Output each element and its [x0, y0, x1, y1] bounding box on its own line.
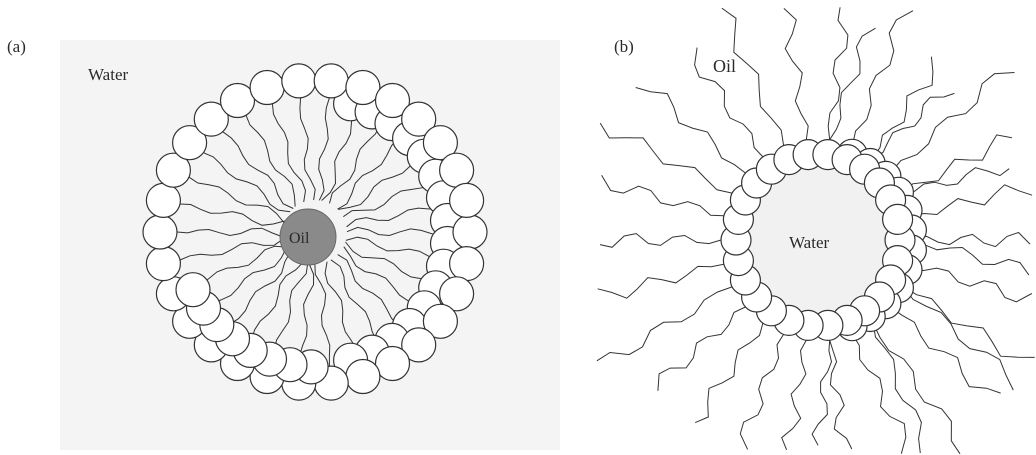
panel-b: (b) Oil Water	[597, 7, 1035, 454]
surfactant-tail	[600, 234, 721, 248]
surfactant-tail	[873, 57, 933, 157]
surfactant-head	[883, 204, 913, 234]
surfactant-tail	[904, 287, 1013, 390]
surfactant-tail	[598, 264, 724, 298]
surfactant-head	[346, 360, 380, 394]
surfactant-head	[376, 347, 410, 381]
surfactant-head	[346, 71, 380, 105]
surfactant-tail	[830, 28, 876, 140]
surfactant-tail	[782, 340, 807, 450]
panel-b-core-label: Water	[789, 233, 829, 252]
surfactant-tail	[891, 307, 1001, 393]
surfactant-tail	[852, 334, 905, 453]
surfactant-tail	[830, 340, 852, 449]
surfactant-tail	[600, 123, 732, 193]
surfactant-tail	[812, 340, 831, 445]
surfactant-head	[440, 153, 474, 187]
surfactant-tail	[915, 240, 1029, 275]
surfactant-head	[450, 183, 484, 217]
surfactant-head	[146, 247, 180, 281]
surfactant-tail	[904, 287, 1035, 358]
surfactant-tail	[873, 323, 921, 453]
surfactant-tail	[873, 323, 960, 454]
surfactant-tail	[722, 8, 784, 146]
surfactant-head	[282, 64, 316, 98]
panel-a: (a) Water Oil	[7, 37, 560, 450]
surfactant-tail	[904, 168, 1009, 193]
panel-b-label: (b)	[614, 37, 634, 56]
surfactant-tail	[784, 8, 808, 139]
surfactant-head	[143, 215, 177, 249]
panel-a-label: (a)	[7, 37, 26, 56]
surfactant-tail	[915, 233, 1030, 247]
surfactant-tail	[828, 7, 848, 139]
surfactant-head	[176, 273, 210, 307]
surfactant-tail	[658, 307, 746, 391]
panel-a-outer-phase-label: Water	[88, 65, 128, 84]
surfactant-head	[450, 247, 484, 281]
surfactant-head	[453, 215, 487, 249]
surfactant-head	[314, 64, 348, 98]
surfactant-tail	[740, 334, 783, 449]
surfactant-head	[221, 84, 255, 118]
panel-a-core-label: Oil	[289, 230, 310, 247]
surfactant-tail	[852, 11, 913, 146]
surfactant-tail	[873, 93, 954, 156]
surfactant-tail	[602, 175, 724, 216]
surfactant-tail	[636, 88, 746, 174]
surfactant-tail	[891, 73, 1015, 174]
surfactant-tail	[904, 135, 1012, 193]
surfactant-tail	[597, 287, 732, 361]
panel-b-outer-phase-label: Oil	[713, 56, 736, 76]
surfactant-tail	[912, 185, 1032, 216]
surfactant-head	[146, 183, 180, 217]
surfactant-head	[250, 71, 284, 105]
surfactant-tail	[912, 264, 1032, 302]
